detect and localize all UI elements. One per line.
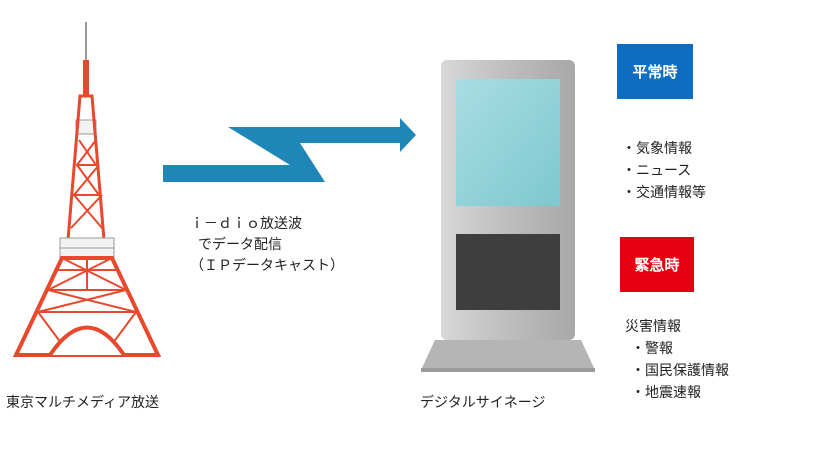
signage-lower-panel bbox=[456, 234, 560, 310]
broadcast-line-1: ｉ－ｄｉｏ放送波 bbox=[190, 216, 302, 232]
tower-upper-lattice bbox=[70, 139, 103, 229]
normal-badge: 平常時 bbox=[617, 44, 693, 99]
tower-antenna-top bbox=[83, 60, 89, 96]
list-item: ・国民保護情報 bbox=[631, 363, 729, 379]
emergency-badge: 緊急時 bbox=[620, 237, 694, 292]
tower-arch bbox=[48, 325, 126, 357]
tower-label: 東京マルチメディア放送 bbox=[6, 395, 160, 411]
wave-arrow-shape bbox=[163, 118, 416, 182]
normal-info-list: ・気象情報 ・ニュース ・交通情報等 bbox=[622, 138, 706, 204]
emergency-heading: 災害情報 bbox=[625, 319, 681, 335]
signage-base bbox=[421, 340, 595, 370]
list-item: ・地震速報 bbox=[631, 385, 701, 401]
broadcast-line-3: （ＩＰデータキャスト） bbox=[190, 258, 344, 274]
emergency-info-list: 災害情報 ・警報 ・国民保護情報 ・地震速報 bbox=[625, 316, 729, 404]
tower-lower-section bbox=[12, 256, 162, 357]
broadcast-line-2: でデータ配信 bbox=[198, 237, 282, 253]
list-item: ・警報 bbox=[631, 341, 673, 357]
list-item: ・ニュース bbox=[622, 163, 692, 179]
list-item: ・交通情報等 bbox=[622, 185, 706, 201]
list-item: ・気象情報 bbox=[622, 141, 692, 157]
signage-label: デジタルサイネージ bbox=[420, 395, 546, 411]
broadcast-text: ｉ－ｄｉｏ放送波 でデータ配信 （ＩＰデータキャスト） bbox=[190, 214, 344, 277]
signage-screen bbox=[456, 79, 560, 206]
